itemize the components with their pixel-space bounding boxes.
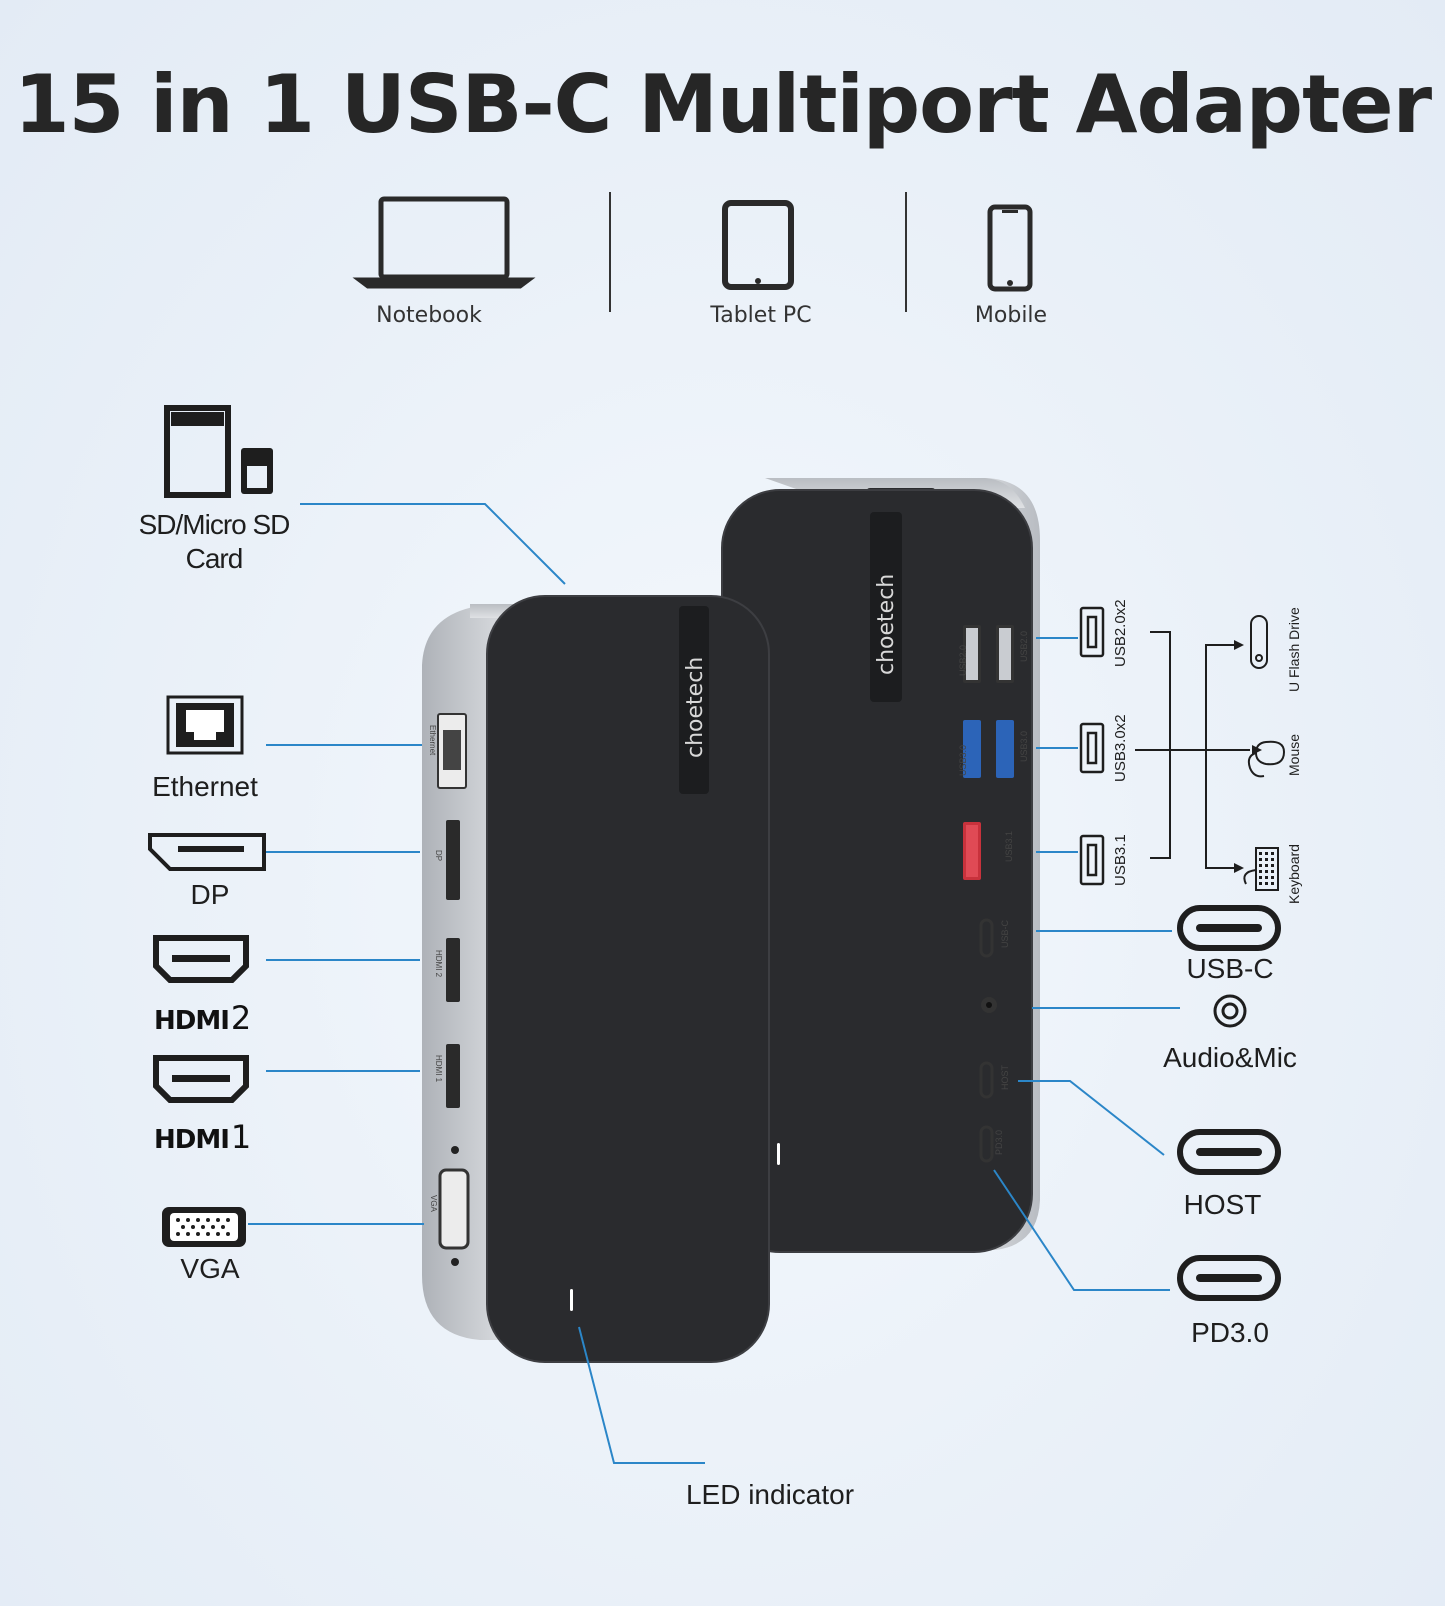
hdmi1-label: HDMI1 <box>154 1118 251 1156</box>
usb-c-label: USB-C <box>1186 953 1274 984</box>
port-label-usb30-b: USB3.0 <box>1019 731 1029 762</box>
usb-a-icon-1 <box>1079 606 1105 658</box>
sd-label-line1: SD/Micro SD <box>138 509 291 540</box>
ethernet-icon <box>166 695 244 755</box>
peripheral-flash-drive: U Flash Drive <box>1286 607 1302 692</box>
usb20-label: USB2.0x2 <box>1112 599 1129 667</box>
port-label-usb20-a: USB2.0 <box>958 645 968 676</box>
sd-label-line2: Card <box>185 543 244 574</box>
dp-label: DP <box>190 879 230 910</box>
sd-label: SD/Micro SD Card <box>114 508 314 576</box>
usb30-label: USB3.0x2 <box>1112 714 1129 782</box>
led-front <box>570 1289 573 1311</box>
port-label-vga: VGA <box>429 1195 438 1213</box>
mobile-label: Mobile <box>974 303 1048 328</box>
hdmi1-number: 1 <box>230 1118 251 1156</box>
hdmi2-icon <box>153 935 249 983</box>
right-ports: USB2.0 USB2.0 USB3.0 USB3.0 USB3.1 USB-C… <box>958 625 1029 1163</box>
callout-lines <box>248 503 1180 1464</box>
vga-icon <box>162 1207 246 1247</box>
port-label-pd: PD3.0 <box>994 1130 1004 1155</box>
hdmi1-word: HDMI <box>154 1125 230 1155</box>
port-label-host: HOST <box>1000 1064 1010 1090</box>
pd-usb-c-icon <box>1177 1255 1281 1301</box>
led-indicator-label: LED indicator <box>685 1479 855 1510</box>
tablet-label: Tablet PC <box>710 303 812 328</box>
sd-card-icon <box>164 405 273 498</box>
usb-a-icon-2 <box>1079 722 1105 774</box>
hdmi2-word: HDMI <box>154 1006 230 1036</box>
usb31-label: USB3.1 <box>1112 834 1129 886</box>
led-back <box>777 1143 780 1165</box>
host-label: HOST <box>1183 1189 1262 1220</box>
usb-c-icon <box>1177 905 1281 951</box>
port-label-hdmi2: HDMI 2 <box>434 950 443 978</box>
tablet-icon <box>722 200 794 290</box>
adapter-back-view: choetech USB2.0 USB2.0 USB3.0 USB3.0 USB… <box>721 478 1040 1253</box>
port-label-ethernet: Ethernet <box>428 725 437 756</box>
audio-label: Audio&Mic <box>1163 1042 1297 1073</box>
notebook-label: Notebook <box>376 303 482 328</box>
flash-drive-icon <box>1250 615 1268 669</box>
brand-logo-back: choetech <box>874 574 899 675</box>
keyboard-icon <box>1243 847 1279 891</box>
ethernet-label: Ethernet <box>152 771 258 802</box>
port-label-usbc: USB-C <box>1000 919 1010 948</box>
hdmi2-label: HDMI2 <box>154 999 251 1037</box>
adapter-front-view: choetech Ethernet DP HDMI 2 HDMI 1 VGA <box>422 595 770 1363</box>
audio-icon <box>1213 994 1247 1028</box>
peripheral-mouse: Mouse <box>1286 733 1302 776</box>
port-label-usb31: USB3.1 <box>1004 831 1014 862</box>
usb-a-icon-3 <box>1079 834 1105 886</box>
left-ports: Ethernet DP HDMI 2 HDMI 1 VGA <box>428 713 470 1266</box>
pd-label: PD3.0 <box>1191 1317 1269 1348</box>
brand-logo-front: choetech <box>683 657 708 758</box>
port-label-usb30-a: USB3.0 <box>958 745 968 776</box>
bracket-arrowheads <box>1234 640 1262 873</box>
laptop-icon <box>352 196 536 289</box>
vga-label: VGA <box>180 1253 240 1284</box>
mouse-icon <box>1247 740 1286 778</box>
port-label-dp: DP <box>434 850 443 861</box>
phone-icon <box>987 204 1033 292</box>
hdmi2-number: 2 <box>230 999 251 1037</box>
hdmi1-icon <box>153 1055 249 1103</box>
displayport-icon <box>148 833 266 871</box>
page-title: 15 in 1 USB-C Multiport Adapter <box>13 58 1432 151</box>
port-label-usb20-b: USB2.0 <box>1019 631 1029 662</box>
peripheral-keyboard: Keyboard <box>1286 844 1302 904</box>
host-usb-c-icon <box>1177 1129 1281 1175</box>
hub-bracket <box>1135 631 1250 869</box>
port-label-hdmi1: HDMI 1 <box>434 1055 443 1083</box>
